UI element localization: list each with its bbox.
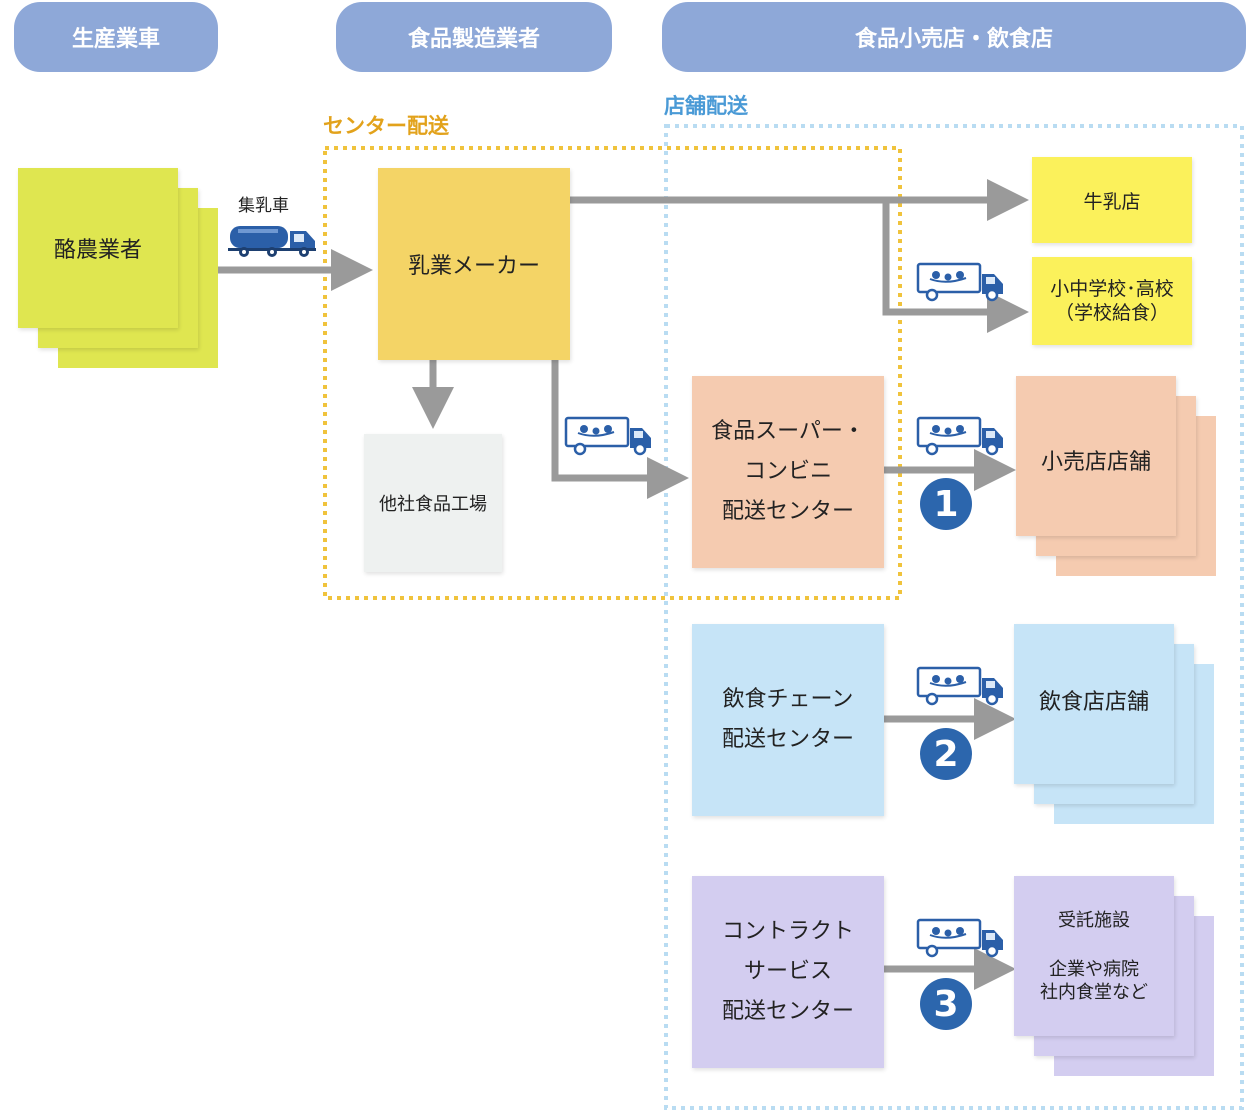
- schools: 小中学校･高校 （学校給食）: [1032, 257, 1192, 345]
- dairy-maker: 乳業メーカー: [378, 168, 570, 360]
- header-producers: 生産業車: [14, 2, 218, 72]
- dairy-farmers: 酪農業者: [18, 168, 178, 328]
- arrow-maker-to-supermarket-center: [551, 360, 689, 499]
- contract-facility-title: 受託施設: [1058, 910, 1130, 931]
- milk-tanker-truck-icon: [228, 226, 316, 257]
- contract-facilities: 受託施設 企業や病院 社内食堂など: [1014, 876, 1174, 1036]
- restaurant-stores: 飲食店店舗: [1014, 624, 1174, 784]
- restaurant-distribution-center: 飲食チェーン 配送センター: [692, 624, 884, 816]
- delivery-truck-icon: [916, 666, 1005, 706]
- delivery-truck-icon: [916, 918, 1005, 958]
- route-badge-2: 2: [920, 728, 972, 780]
- restaurant-stores-label: 飲食店店舗: [1038, 690, 1149, 715]
- header-manufacturers: 食品製造業者: [336, 2, 612, 72]
- arrow-maker-to-schools: [882, 200, 1029, 333]
- delivery-truck-icon: [916, 416, 1005, 456]
- contract-service-distribution-center: コントラクト サービス 配送センター: [692, 876, 884, 1068]
- supermarket-distribution-center: 食品スーパー・ コンビニ 配送センター: [692, 376, 884, 568]
- other-food-factory: 他社食品工場: [364, 434, 502, 572]
- route-badge-1: 1: [920, 478, 972, 530]
- center-delivery-label: センター配送: [323, 114, 449, 138]
- retail-stores: 小売店店舗: [1016, 376, 1176, 536]
- route-badge-3: 3: [920, 978, 972, 1030]
- milk-shop: 牛乳店: [1032, 157, 1192, 243]
- delivery-truck-icon: [564, 416, 653, 456]
- store-delivery-label: 店舗配送: [664, 94, 748, 118]
- delivery-truck-icon: [916, 262, 1005, 302]
- header-retail: 食品小売店・飲食店: [662, 2, 1246, 72]
- contract-facility-desc: 企業や病院 社内食堂など: [1040, 959, 1148, 1003]
- milk-collection-truck-label: 集乳車: [238, 196, 289, 216]
- retail-stores-label: 小売店店舗: [1040, 450, 1151, 475]
- store-delivery-zone: [664, 124, 1244, 1110]
